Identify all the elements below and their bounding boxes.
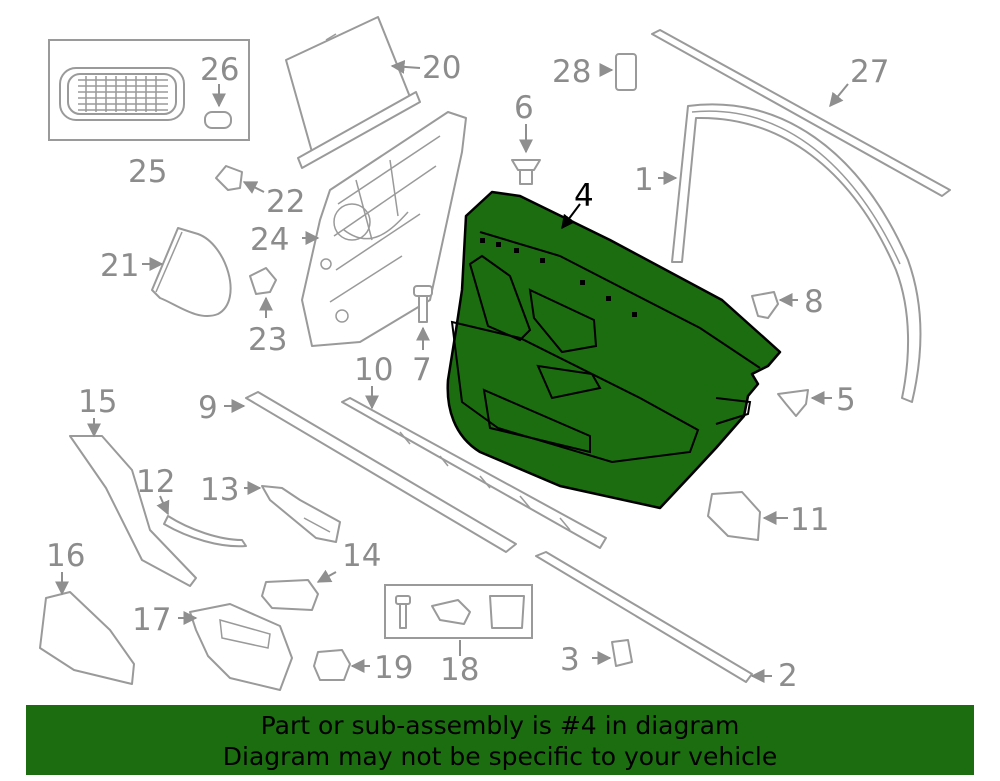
callout-24: 24 bbox=[250, 222, 289, 258]
part-20-sunshade[interactable] bbox=[285, 16, 421, 169]
callout-3: 3 bbox=[560, 642, 580, 678]
part-3-bracket[interactable] bbox=[592, 639, 633, 667]
callout-8: 8 bbox=[804, 284, 824, 320]
callout-21: 21 bbox=[100, 248, 139, 284]
part-28-clip[interactable] bbox=[599, 53, 637, 91]
part-9-trim-strip[interactable] bbox=[224, 391, 517, 553]
part-10-rail[interactable] bbox=[341, 386, 607, 549]
callout-2: 2 bbox=[778, 658, 798, 694]
callout-26: 26 bbox=[200, 52, 239, 88]
callout-28: 28 bbox=[552, 54, 591, 90]
part-6-push-clip[interactable] bbox=[511, 124, 541, 185]
part-1-window-frame[interactable] bbox=[658, 103, 922, 403]
part-18-hardware-group[interactable] bbox=[384, 584, 533, 656]
callout-17: 17 bbox=[132, 602, 171, 638]
callout-25: 25 bbox=[128, 154, 167, 190]
callout-11: 11 bbox=[790, 502, 829, 538]
info-banner: Part or sub-assembly is #4 in diagram Di… bbox=[26, 705, 974, 775]
part-8-grommet[interactable] bbox=[751, 291, 798, 319]
callout-15: 15 bbox=[78, 384, 117, 420]
callout-18: 18 bbox=[440, 652, 479, 688]
banner-line-2: Diagram may not be specific to your vehi… bbox=[222, 742, 778, 771]
callout-7: 7 bbox=[412, 352, 432, 388]
part-23-cap[interactable] bbox=[249, 267, 277, 318]
callout-22: 22 bbox=[266, 184, 305, 220]
part-11-bracket[interactable] bbox=[707, 491, 788, 541]
callout-4-highlighted: 4 bbox=[574, 178, 594, 214]
part-27-seal-strip[interactable] bbox=[651, 29, 951, 197]
part-7-screw[interactable] bbox=[413, 285, 433, 350]
part-13-door-handle[interactable] bbox=[244, 481, 341, 543]
part-17-armrest[interactable] bbox=[178, 603, 293, 691]
callout-1: 1 bbox=[634, 162, 654, 198]
part-21-speaker-housing[interactable] bbox=[142, 227, 232, 317]
callout-27: 27 bbox=[850, 54, 889, 90]
callout-12: 12 bbox=[136, 464, 175, 500]
callout-5: 5 bbox=[836, 382, 856, 418]
part-15-pillar-trim[interactable] bbox=[69, 418, 197, 587]
callout-6: 6 bbox=[514, 90, 534, 126]
callout-14: 14 bbox=[342, 538, 381, 574]
callout-labels: 1 2 3 4 5 6 7 8 9 10 11 12 13 14 15 16 1… bbox=[46, 50, 889, 694]
callout-9: 9 bbox=[198, 390, 218, 426]
part-4-door-trim-panel[interactable] bbox=[446, 190, 782, 510]
callout-23: 23 bbox=[248, 322, 287, 358]
callout-13: 13 bbox=[200, 472, 239, 508]
part-12-trim-piece[interactable] bbox=[156, 495, 247, 548]
part-22-clip[interactable] bbox=[215, 165, 265, 194]
callout-10: 10 bbox=[354, 352, 393, 388]
callout-19: 19 bbox=[374, 650, 413, 686]
part-5-clip[interactable] bbox=[777, 389, 832, 417]
part-14-switch-bezel[interactable] bbox=[261, 569, 337, 611]
callout-16: 16 bbox=[46, 538, 85, 574]
banner-line-1: Part or sub-assembly is #4 in diagram bbox=[260, 711, 740, 740]
part-25-speaker-grille-group[interactable] bbox=[48, 39, 250, 141]
callout-20: 20 bbox=[422, 50, 461, 86]
part-16-trim-panel[interactable] bbox=[39, 572, 135, 685]
part-19-switch[interactable] bbox=[313, 649, 370, 681]
part-2-weatherstrip[interactable] bbox=[535, 551, 772, 683]
